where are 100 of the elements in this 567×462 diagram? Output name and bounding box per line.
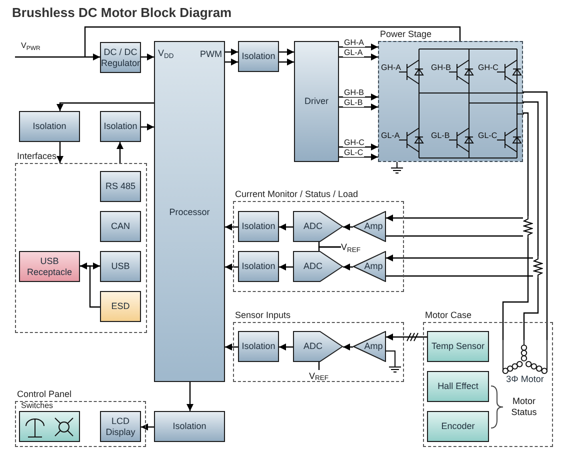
block-label: RS 485 — [105, 181, 136, 192]
block-label: Isolation — [104, 121, 138, 132]
arrow — [141, 124, 154, 130]
double-arrow — [80, 262, 100, 270]
display-block — [100, 411, 141, 442]
arrow — [225, 48, 238, 56]
block-label: Isolation — [172, 421, 206, 432]
arrow — [279, 264, 293, 270]
diagram-title: Brushless DC Motor Block Diagram — [12, 4, 232, 22]
edge-label: GH-C — [343, 138, 366, 147]
isolation-block — [100, 111, 141, 142]
arrow — [225, 224, 238, 230]
reference-label: V$_{REF}$ — [341, 242, 361, 252]
block-label: Isolation — [242, 341, 276, 352]
gate-label: GL-A — [381, 131, 400, 140]
sensor-block — [427, 371, 489, 402]
connector-line — [386, 235, 523, 237]
block-label: ADC — [303, 261, 324, 272]
arrow — [339, 154, 378, 160]
isolation-block — [19, 111, 80, 142]
block-label: ESD — [111, 301, 130, 312]
arrow — [225, 264, 238, 270]
arrow — [386, 214, 523, 222]
block-label: Isolation — [32, 121, 66, 132]
interface-block — [100, 251, 141, 282]
arrow — [386, 334, 427, 340]
isolation-block — [238, 41, 279, 72]
block-label: Isolation — [242, 51, 276, 62]
block-label: Hall Effect — [438, 381, 478, 392]
arrow — [56, 142, 64, 163]
gate-label: GL-C — [478, 131, 498, 140]
arrow — [339, 54, 378, 60]
block-label: Encoder — [441, 421, 475, 432]
connector-line — [523, 278, 539, 340]
arrow — [225, 58, 238, 66]
arrow — [279, 224, 293, 230]
connector-line — [523, 91, 548, 340]
group-heading: Switches — [21, 401, 54, 411]
interface-block — [100, 211, 141, 242]
block-label: Isolation — [242, 221, 276, 232]
block-label: V$_{DD}$ — [158, 48, 174, 59]
connector-line — [523, 112, 529, 216]
connector-line — [84, 26, 461, 57]
regulator-block — [100, 42, 141, 73]
arrow — [339, 104, 378, 110]
protection-block — [100, 291, 141, 322]
block-label: USB Receptacle — [26, 256, 74, 278]
group-heading: Current Monitor / Status / Load — [235, 189, 358, 200]
isolation-block — [154, 411, 225, 442]
block-label: Isolation — [242, 261, 276, 272]
gate-label: GL-B — [431, 131, 450, 140]
arrow — [225, 344, 238, 350]
arrow — [343, 224, 353, 230]
block-label: Temp Sensor — [431, 341, 485, 352]
block-label: CAN — [110, 221, 130, 232]
arrow — [141, 54, 154, 60]
gate-label: GH-B — [431, 63, 451, 72]
group-heading: Power Stage — [380, 29, 432, 40]
arrow — [279, 48, 294, 56]
isolation-block — [238, 331, 279, 362]
edge-label: GH-B — [343, 88, 365, 97]
block-label: PWM — [200, 49, 222, 60]
block-label: DC / DC Regulator — [100, 46, 140, 68]
arrow — [343, 264, 353, 270]
connector-line — [80, 265, 100, 308]
driver-block — [294, 41, 339, 162]
block-label: ADC — [303, 221, 324, 232]
gate-label: GH-C — [478, 63, 498, 72]
motor-label: 3Φ Motor — [506, 374, 544, 385]
block-label: Driver — [304, 96, 328, 107]
connector-line — [386, 275, 533, 277]
sensor-block — [427, 331, 489, 362]
edge-label: GL-C — [343, 148, 364, 157]
block-label: ADC — [303, 341, 324, 352]
receptacle-block — [19, 251, 80, 282]
isolation-block — [238, 251, 279, 282]
connector-line — [502, 238, 529, 340]
reference-label: V$_{REF}$ — [309, 370, 329, 380]
sensor-block — [427, 411, 489, 442]
block-label: Amp — [363, 341, 383, 352]
edge-label: GH-A — [343, 38, 365, 47]
edge-label: GL-A — [343, 48, 364, 57]
arrow — [15, 54, 100, 60]
arrow — [56, 102, 154, 111]
group-heading: Sensor Inputs — [235, 310, 291, 321]
connector-line — [523, 101, 539, 256]
group-heading: Motor Case — [425, 310, 472, 321]
interface-block — [100, 171, 141, 202]
block-label: USB — [111, 261, 130, 272]
edge-label: V$_{PWR}$ — [20, 41, 42, 50]
block-label: LCD Display — [104, 416, 136, 438]
group-heading: Interfaces — [17, 151, 57, 162]
arrow — [339, 94, 378, 100]
arrow — [386, 254, 533, 262]
arrow — [339, 144, 378, 150]
edge-label: GL-B — [343, 98, 364, 107]
block-label: Amp — [363, 261, 383, 272]
arrow — [279, 344, 293, 350]
block-label: Processor — [168, 207, 211, 218]
group-heading: Control Panel — [17, 389, 72, 400]
